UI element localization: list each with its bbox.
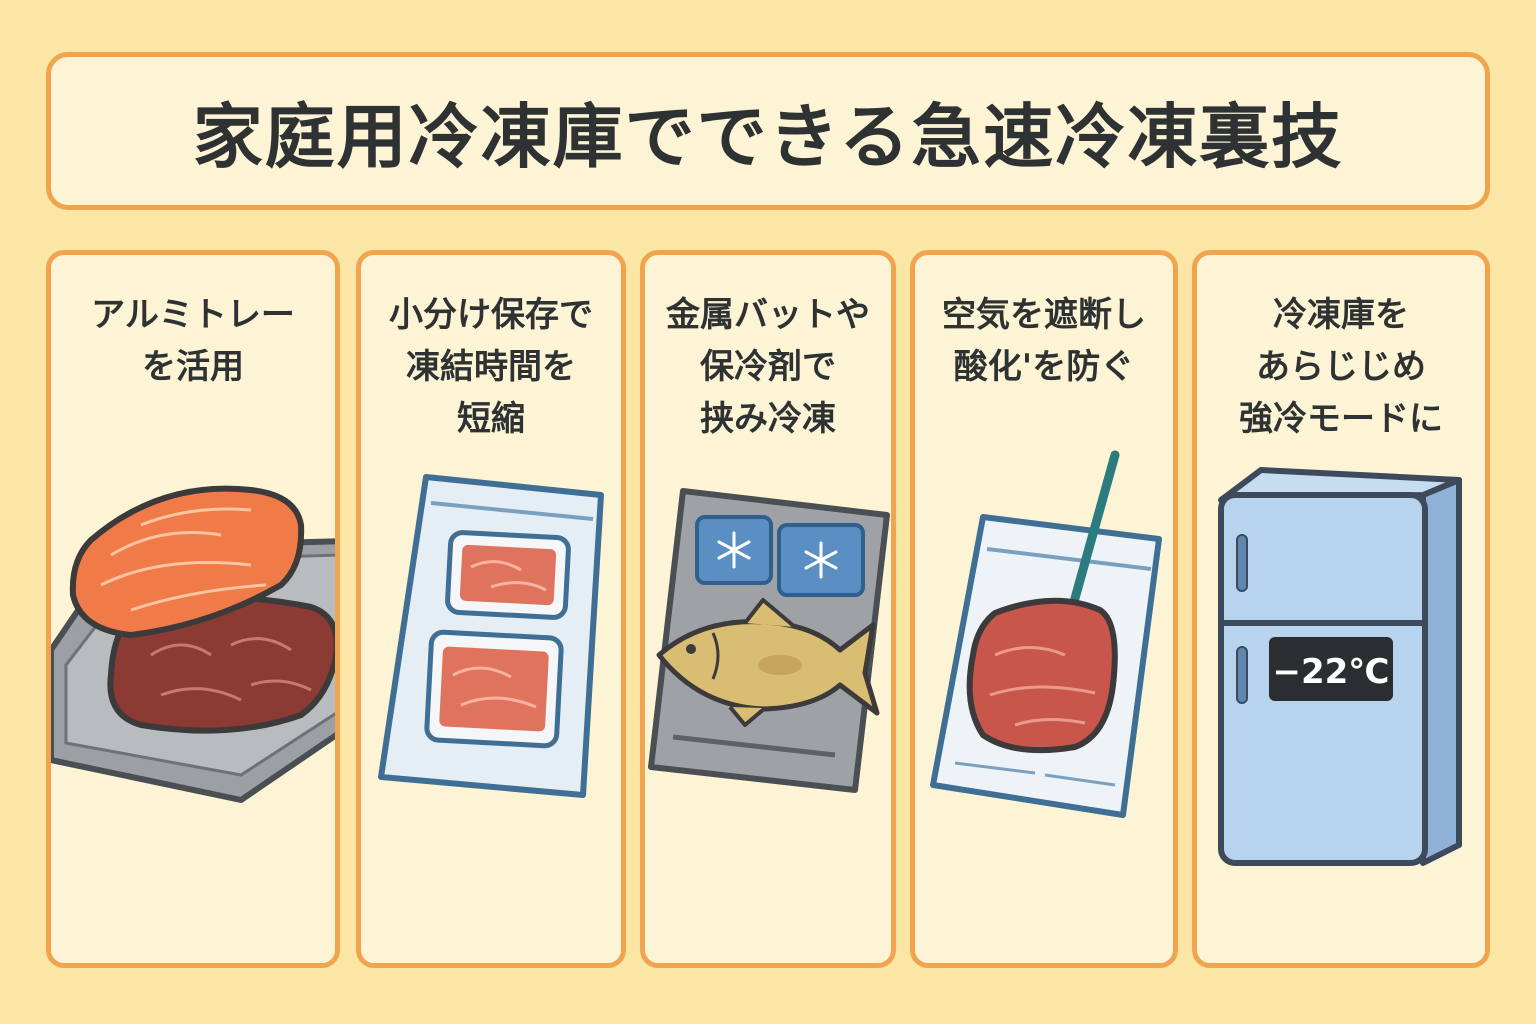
card-label-line: あらじじめ [1256,347,1426,387]
card-label-line: 冷凍庫を [1273,295,1409,335]
title-banner: 家庭用冷凍庫でできる急速冷凍裏技 [46,52,1490,210]
card-label: 空気を遮断し 酸化'を防ぐ [915,289,1173,393]
card-label: 小分け保存で 凍結時間を 短縮 [361,289,621,445]
card-air-seal: 空気を遮断し 酸化'を防ぐ [910,250,1178,968]
card-label: アルミトレー を活用 [51,289,335,393]
freezer-illustration: −22℃ [1218,467,1462,866]
meat-portion-icon [424,629,564,749]
straw-icon [1062,450,1120,632]
card-metal-vat: 金属バットや 保冷剤で 挟み冷凍 [640,250,896,968]
card-label-line: 短縮 [457,399,525,439]
portion-storage-illustration [378,474,604,798]
air-seal-illustration [930,450,1162,818]
card-label-line: 酸化'を防ぐ [953,347,1135,387]
aluminum-tray-illustration [51,485,335,803]
card-label-line: 挟み冷凍 [700,399,836,439]
snowflake-icon [717,531,838,579]
card-label-line: 強冷モードに [1239,399,1443,439]
salmon-icon [69,485,305,639]
temperature-readout: −22℃ [1273,652,1390,692]
page-title: 家庭用冷凍庫でできる急速冷凍裏技 [192,95,1344,178]
meat-icon [966,597,1118,754]
card-label-line: アルミトレー [91,295,295,335]
card-label-line: 金属バットや [666,295,870,335]
card-portion-storage: 小分け保存で 凍結時間を 短縮 [356,250,626,968]
card-label-line: 凍結時間を [406,347,576,387]
metal-vat-illustration [648,488,890,793]
meat-portion-icon [445,530,571,620]
temperature-display [1269,637,1393,701]
card-label-line: を活用 [142,347,244,387]
card-label-line: 空気を遮断し [942,295,1146,335]
card-label-line: 保冷剤で [700,347,836,387]
card-aluminum-tray: アルミトレー を活用 [46,250,340,968]
refrigerator-icon [1218,467,1462,866]
fish-icon [656,598,880,727]
card-label: 金属バットや 保冷剤で 挟み冷凍 [645,289,891,445]
card-label: 冷凍庫を あらじじめ 強冷モードに [1197,289,1485,445]
card-freezer-strong: 冷凍庫を あらじじめ 強冷モードに −22℃ [1192,250,1490,968]
card-label-line: 小分け保存で [389,295,593,335]
